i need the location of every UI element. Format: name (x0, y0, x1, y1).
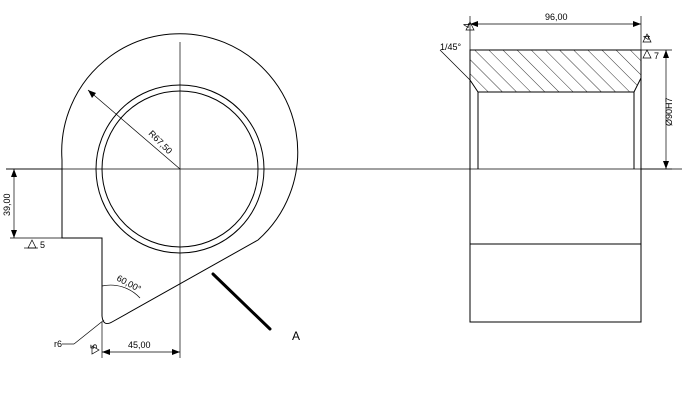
bore-inner-circle (101, 90, 259, 248)
roughness-right-top-value: 4 (642, 35, 652, 40)
roughness-left-top-value: 4 (462, 23, 472, 28)
diameter-arrow-bottom (663, 161, 669, 169)
roughness-symbol-left-top (465, 21, 475, 31)
roughness-right-value: 7 (654, 51, 659, 61)
width-arrow-left (102, 349, 110, 355)
bore-outer-circle (95, 84, 265, 254)
hatched-section (469, 49, 642, 93)
angle-label: 60,00° (115, 273, 143, 294)
roughness-symbol-left (27, 239, 37, 249)
length-arrow-left (470, 21, 478, 27)
height-label: 39,00 (2, 193, 12, 216)
chamfer-leader (439, 49, 471, 81)
radius-arrowhead (88, 90, 96, 98)
outer-body-outline (61, 33, 299, 324)
fillet-label: r6 (54, 339, 62, 349)
diameter-label: Ø90H7 (664, 97, 674, 126)
roughness-symbol-right-top (642, 33, 652, 43)
length-label: 96,00 (545, 12, 568, 22)
width-label: 45,00 (128, 340, 151, 350)
roughness-left-value: 5 (40, 240, 45, 250)
height-arrow-bottom (11, 230, 17, 238)
roughness-symbol-right (642, 49, 652, 59)
angle-arc (101, 284, 141, 299)
radius-dimension-line (87, 89, 181, 170)
right-view: 96,00 1/45° Ø90H7 4 4 7 (439, 12, 674, 323)
height-arrow-top (11, 169, 17, 177)
section-label: A (292, 329, 300, 343)
length-arrow-right (633, 21, 641, 27)
fillet-leader (73, 319, 105, 345)
width-arrow-right (172, 349, 180, 355)
chamfer-label: 1/45° (440, 42, 462, 52)
roughness-symbol-bottom (91, 345, 100, 355)
roughness-bottom-value: 5 (89, 344, 99, 349)
section-line-a (211, 272, 272, 331)
diameter-arrow-top (663, 50, 669, 58)
